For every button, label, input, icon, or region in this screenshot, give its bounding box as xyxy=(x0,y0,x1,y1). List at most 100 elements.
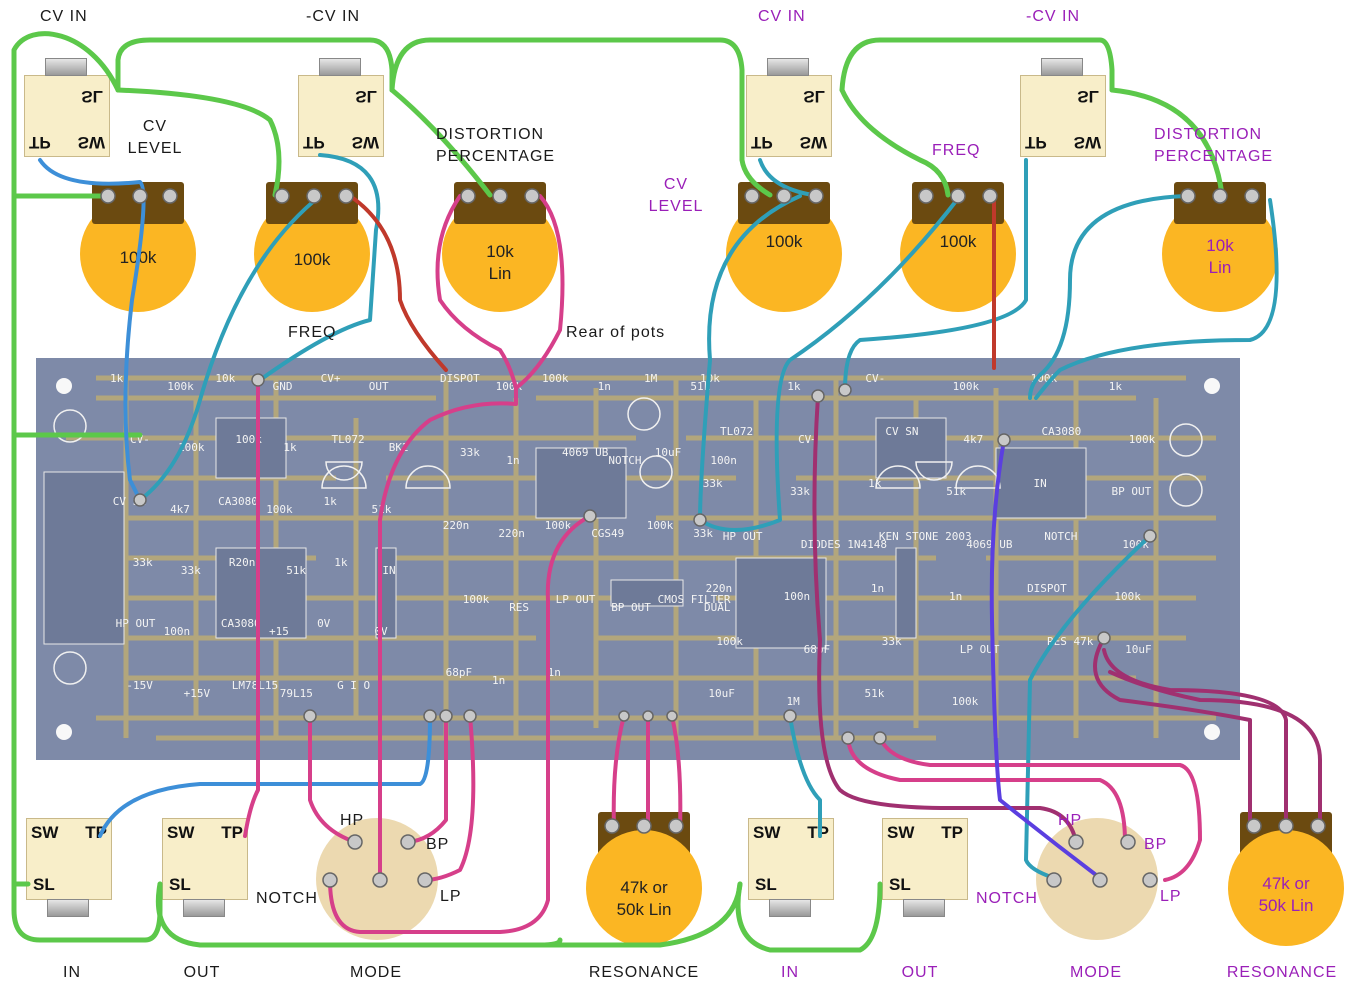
pot-value: 100k xyxy=(939,232,977,251)
jack-in-left: SW TP SL xyxy=(26,818,112,917)
jack-tag-tp: TP xyxy=(221,823,243,842)
jack-cv-in-right: SL TP SW xyxy=(746,58,832,157)
pcb-label: 100k xyxy=(952,380,980,393)
pot-value-type: 50k Lin xyxy=(616,900,672,919)
pcb-label: 33k xyxy=(790,485,810,499)
label-distortion-right: DISTORTION PERCENTAGE xyxy=(1154,124,1273,168)
pcb-label: +15V xyxy=(183,686,211,700)
pcb-label: 1k xyxy=(110,372,124,385)
pot-value-type: Lin xyxy=(1208,258,1232,277)
pcb-label: 51k xyxy=(946,485,967,499)
jack-tag-sl: SL xyxy=(889,875,911,894)
pcb-label: LP OUT xyxy=(959,642,1000,656)
pcb-label: RES 47k xyxy=(1047,634,1094,648)
pcb-label: 33k xyxy=(180,564,201,577)
label-line: CV xyxy=(142,118,168,135)
pcb-label: R20n xyxy=(228,556,256,569)
pcb-label: 51k xyxy=(286,564,307,577)
pcb-label: G I O xyxy=(337,678,371,692)
pcb-label: HP OUT xyxy=(722,529,763,543)
pcb-label: 1k xyxy=(283,441,297,455)
label-mode-bp-left: BP xyxy=(426,836,450,853)
pcb-label: 100k xyxy=(235,433,262,447)
pcb-label: BP OUT xyxy=(611,600,651,614)
pcb-label: CV- xyxy=(865,372,886,385)
pot-value-type: Lin xyxy=(488,264,512,283)
pot-value: 100k xyxy=(765,232,803,251)
pcb-label: DUAL xyxy=(704,600,731,614)
pcb-label: 33k xyxy=(132,556,153,569)
label-mode-lp-right: LP xyxy=(1160,888,1182,905)
label-resonance-right: RESONANCE xyxy=(1226,964,1338,981)
label-out-right: OUT xyxy=(901,964,939,981)
pcb-label: 1k xyxy=(868,477,882,491)
pcb-label: CV SN xyxy=(885,424,919,438)
pcb-label: RES xyxy=(509,600,530,614)
jack-out-left: SW TP SL xyxy=(162,818,248,917)
pcb-label: 1n xyxy=(949,590,963,604)
label-line: LEVEL xyxy=(127,140,183,157)
pcb-label: DISPOT xyxy=(440,372,480,385)
jack-tag-tp: TP xyxy=(941,823,963,842)
pcb-label: LP OUT xyxy=(555,592,596,606)
pcb-label: 1n xyxy=(597,380,611,393)
jack-cv-in-left: SL TP SW xyxy=(24,58,110,157)
pcb-label: 1n xyxy=(547,666,561,680)
pcb-label: 10uF xyxy=(654,445,682,459)
label-cv-level-right: CV LEVEL xyxy=(649,174,704,218)
jack-tag-sw: SW xyxy=(167,823,195,842)
pcb-board xyxy=(36,358,1240,760)
pcb-label: 0V xyxy=(317,617,331,631)
label-neg-cv-in-right: -CV IN xyxy=(1026,8,1080,25)
pot-value: 100k xyxy=(293,250,331,269)
pcb-label: CGS49 xyxy=(591,527,625,541)
pot-value: 47k or xyxy=(1262,874,1310,893)
pcb-label: 33k xyxy=(702,477,723,491)
jack-tag-tp: TP xyxy=(85,823,107,842)
pot-value-type: 50k Lin xyxy=(1258,896,1314,915)
pcb-label: 10uF xyxy=(708,687,735,701)
label-in-right: IN xyxy=(781,964,799,981)
pcb-label: 4k7 xyxy=(170,502,190,516)
pcb-label: 1n xyxy=(506,453,520,467)
pcb-label: 220n xyxy=(498,527,525,541)
jack-tag-sw: SW xyxy=(753,823,781,842)
label-distortion-left: DISTORTION PERCENTAGE xyxy=(436,124,555,168)
pcb-label: 220n xyxy=(442,519,470,533)
label-cv-level-left: CV LEVEL xyxy=(128,116,183,160)
pcb-label: 1M xyxy=(644,372,658,385)
pcb-label: 100k xyxy=(1114,590,1141,604)
label-line: PERCENTAGE xyxy=(1154,148,1274,165)
pcb-label: NOTCH xyxy=(1044,529,1078,543)
pcb-label: 100n xyxy=(163,625,191,639)
jack-tag-sl: SL xyxy=(169,875,191,894)
pcb-label: 100k xyxy=(646,519,674,533)
label-mode-hp-left: HP xyxy=(340,812,365,829)
pcb-label: 100n xyxy=(710,453,737,467)
pcb-label: 100k xyxy=(544,519,572,533)
pcb-label: 1n xyxy=(492,674,506,688)
pcb-label: CA3080 xyxy=(220,617,261,631)
label-line: DISTORTION xyxy=(436,126,545,143)
label-line: DISTORTION xyxy=(1154,126,1263,143)
pcb-label: 100k xyxy=(542,372,569,385)
pcb-label: CV+ xyxy=(798,432,818,446)
pcb-label: 33k xyxy=(460,445,480,459)
jack-neg-cv-in-right: SL TP SW xyxy=(1020,58,1106,157)
pot-value: 10k xyxy=(486,242,514,261)
pcb-label: 1M xyxy=(786,695,800,709)
label-out-left: OUT xyxy=(183,964,221,981)
pcb-label: 4069 UB xyxy=(966,537,1013,551)
pcb-label: 79L15 xyxy=(279,686,313,700)
label-resonance-left: RESONANCE xyxy=(588,964,700,981)
pcb-label: 1n xyxy=(870,582,885,596)
label-cv-in-right: CV IN xyxy=(758,8,806,25)
pot-value: 47k or xyxy=(620,878,668,897)
jack-in-right: SW TP SL xyxy=(748,818,834,917)
pcb-label: KEN STONE 2003 xyxy=(878,529,972,543)
pcb-label: 1k xyxy=(787,380,801,393)
pcb-label: CV+ xyxy=(320,372,341,385)
pcb-label: DIODES 1N4148 xyxy=(800,537,887,551)
label-mode-bp-right: BP xyxy=(1144,836,1168,853)
